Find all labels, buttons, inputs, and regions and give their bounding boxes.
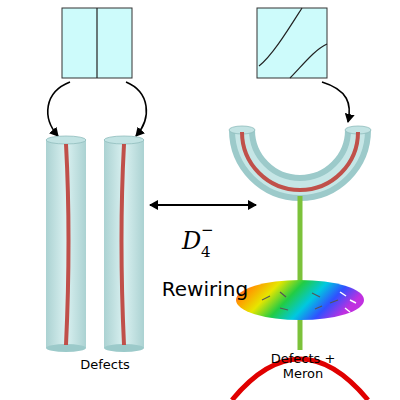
meron-disc	[236, 280, 364, 320]
rewiring-label: Rewiring	[150, 278, 260, 301]
symbol-superscript: −	[201, 222, 217, 239]
domain-wall	[259, 8, 302, 66]
double-arrow	[150, 204, 256, 206]
map-arrow	[48, 82, 70, 136]
map-arrow	[126, 82, 146, 136]
cylinder	[46, 136, 86, 352]
defects-label: Defects	[55, 358, 155, 373]
domain-wall	[290, 44, 327, 78]
symbol-subscript: 4	[201, 244, 217, 261]
cylinder	[104, 136, 144, 352]
meron-core	[298, 196, 303, 350]
defects-meron-label: Defects + Meron	[258, 352, 348, 382]
phase-square	[62, 8, 132, 78]
map-arrow	[322, 82, 349, 122]
domain-wall	[96, 8, 97, 78]
u-tube	[229, 126, 371, 190]
phase-square	[257, 8, 327, 78]
